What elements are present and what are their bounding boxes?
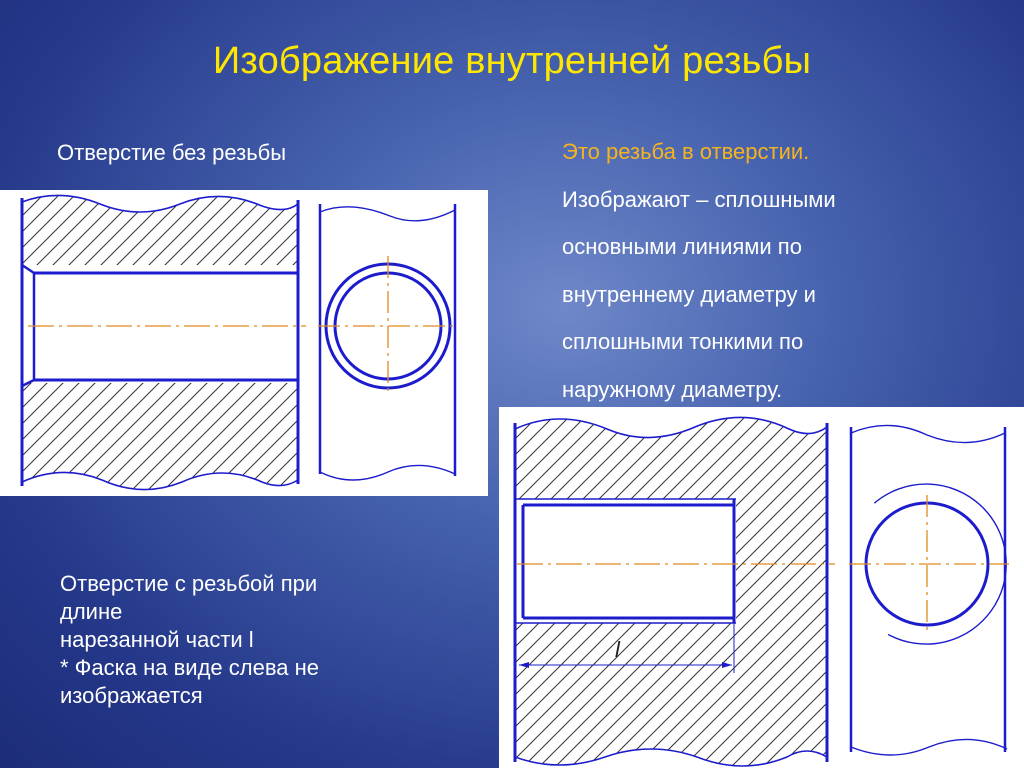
side-break-top [850,424,1006,444]
break-line-top [21,194,299,213]
break-line-bottom [514,748,828,767]
threaded-hole-svg: l [513,416,1009,767]
caption-line: нарезанной части l [60,627,254,652]
dimension-arrow-left [519,662,529,668]
description-line: сплошными тонкими по [562,329,804,354]
caption-threaded-hole: Отверстие с резьбой при длине нарезанной… [60,570,420,710]
drawing-threaded-hole: l [499,407,1024,768]
chamfer-top [21,263,35,275]
break-line-bottom [21,471,299,491]
drawing-plain-hole [0,190,488,496]
description-line: наружному диаметру. [562,376,783,402]
side-break-bottom [850,738,1008,756]
side-break-top [319,206,456,222]
thread-cavity [515,499,736,623]
length-label: l [615,637,621,662]
dimension-arrow-right [722,662,732,668]
slide-title: Изображение внутренней резьбы [212,40,812,82]
caption-line: * Фаска на виде слева не [60,655,319,680]
caption-line: длине [60,599,123,624]
description-line: внутреннему диаметру и [562,281,816,307]
break-line-top [514,416,828,439]
thread-major-arc [873,483,1007,645]
chamfer-bottom [21,378,35,388]
description-highlight: Это резьба в отверстии. [562,139,810,164]
description-line: Изображают – сплошными [562,186,836,212]
bore-cavity [22,265,298,383]
plain-hole-svg [20,194,458,491]
side-break-bottom [319,464,456,481]
caption-plain-hole: Отверстие без резьбы [57,140,287,165]
description-line: основными линиями по [562,234,802,259]
caption-line: изображается [60,683,203,708]
caption-line: Отверстие с резьбой при [60,571,318,596]
thread-description: Это резьба в отверстии. Изображают – спл… [562,128,982,413]
